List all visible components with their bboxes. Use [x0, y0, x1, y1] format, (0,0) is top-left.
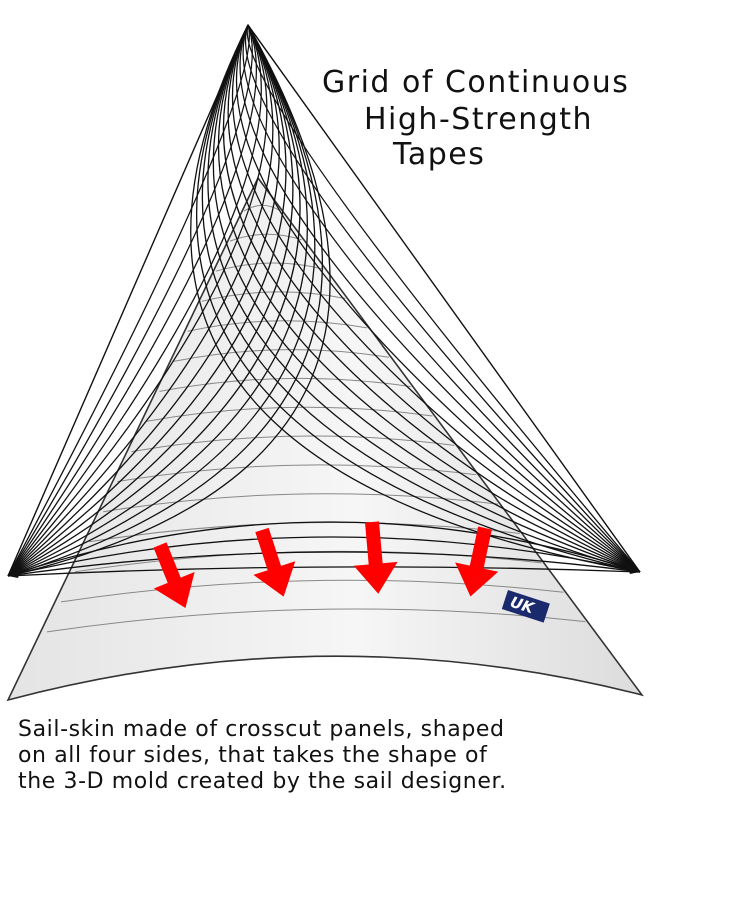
tape-curve	[227, 24, 641, 573]
tape-curve	[212, 24, 641, 573]
tape-curve	[7, 566, 641, 577]
tape-curve	[7, 551, 641, 577]
tape-curve	[231, 24, 641, 573]
down-arrow-icon	[153, 542, 195, 609]
tape-curve	[7, 24, 301, 577]
down-arrow-icon	[353, 521, 398, 594]
clew-corner	[626, 562, 640, 574]
seam-line	[60, 579, 564, 603]
tape-curve	[7, 24, 323, 577]
title-line-2: High-Strength	[364, 102, 594, 137]
seam-line	[173, 349, 389, 362]
tape-edge	[7, 24, 641, 577]
tape-curve	[7, 536, 641, 577]
tape-curve	[7, 24, 316, 577]
tape-curve	[217, 24, 641, 573]
tape-curve	[7, 521, 641, 577]
tape-curve	[246, 24, 641, 573]
tape-curve	[7, 24, 274, 577]
down-arrow-icon	[455, 526, 499, 597]
seam-line	[215, 262, 324, 272]
sail-skin-outline	[6, 176, 644, 702]
tape-curve	[195, 24, 641, 573]
seam-line	[103, 493, 499, 513]
tape-curve	[207, 24, 641, 573]
tape-curve	[7, 24, 280, 577]
seam-line	[159, 377, 411, 392]
clew-corner	[8, 566, 22, 578]
tape-curve	[244, 24, 641, 573]
tape-curve	[7, 24, 294, 577]
tape-curve	[242, 24, 641, 573]
caption-line-2: on all four sides, that takes the shape …	[18, 743, 488, 768]
arrow-group	[153, 521, 499, 609]
logo-badge	[501, 590, 550, 623]
tape-curve	[235, 24, 641, 573]
seam-line	[46, 608, 586, 633]
title-line-1: Grid of Continuous	[322, 65, 630, 100]
tape-curve	[201, 24, 641, 573]
tape-curve	[7, 24, 287, 577]
tape-curve	[7, 24, 309, 577]
tape-curve	[239, 24, 641, 573]
tape-curve	[7, 24, 253, 577]
down-arrow-icon	[253, 527, 296, 597]
tape-curve	[7, 24, 268, 577]
seam-line	[117, 464, 477, 483]
tape-curve	[222, 24, 641, 573]
title-line-3: Tapes	[393, 137, 486, 172]
caption-line-3: the 3-D mold created by the sail designe…	[18, 769, 507, 794]
tape-curve	[7, 24, 258, 577]
sail-skin	[6, 176, 644, 702]
caption-line-1: Sail-skin made of crosscut panels, shape…	[18, 717, 505, 742]
